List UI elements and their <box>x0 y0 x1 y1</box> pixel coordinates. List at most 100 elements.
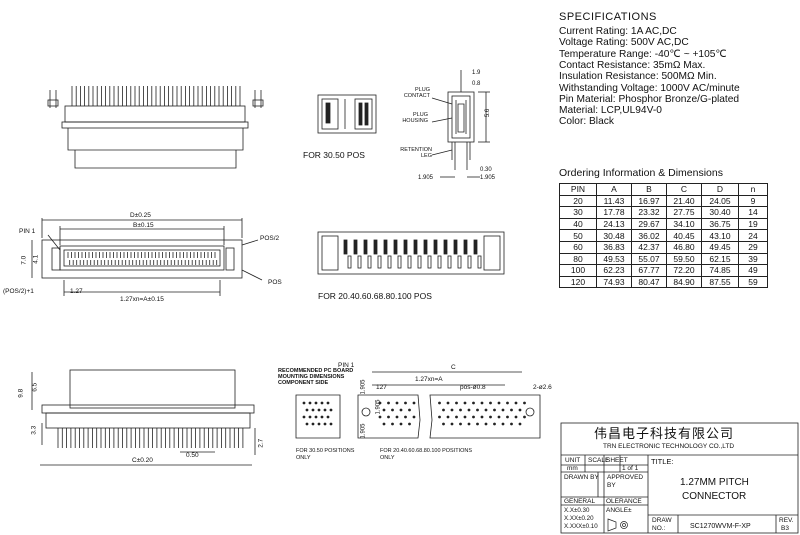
table-cell: 67.77 <box>631 264 667 277</box>
pcb-hole <box>484 422 488 426</box>
cross-section-view <box>431 70 490 178</box>
pcb-hole <box>314 415 318 419</box>
pcb-hole <box>329 408 333 412</box>
contact-pad <box>443 239 448 255</box>
tb-tol-2: X.XX±0.20 <box>564 515 594 522</box>
table-cell: 9 <box>738 194 768 208</box>
contact-pad <box>383 239 388 255</box>
table-cell: 42.37 <box>631 240 667 254</box>
pcb-hole <box>518 408 522 412</box>
table-cell: 46.80 <box>666 240 702 254</box>
table-cell: 24 <box>738 229 768 242</box>
pcb-hole <box>404 415 407 419</box>
caption-for-20-120: FOR 20.40.60.68.80.100 POS <box>318 291 432 301</box>
contact-pad <box>433 239 438 255</box>
label-pos-hole: pos-ø0.8 <box>460 384 486 391</box>
dim-2-7: 2.7 <box>257 438 265 448</box>
table-cell: 60 <box>559 240 597 254</box>
pcb-hole <box>472 415 475 419</box>
table-cell: 55.07 <box>631 252 667 266</box>
pcb-hole <box>506 401 509 405</box>
pcb-hole <box>450 422 454 426</box>
pcb-hole <box>382 422 386 426</box>
dim-c: C±0.20 <box>132 457 153 464</box>
table-cell: 72.20 <box>666 264 702 277</box>
table-cell: 39 <box>738 252 768 266</box>
table-cell: 80 <box>559 252 597 266</box>
pcb-hole <box>412 401 416 405</box>
contact-pad <box>453 239 458 255</box>
tb-angle: ANGLE± <box>606 507 632 514</box>
title-block-frame <box>560 422 799 534</box>
table-cell: 11.43 <box>596 194 632 208</box>
top-view-20-120 <box>317 231 505 275</box>
dim-a: 1.27xn=A±0.15 <box>120 296 164 303</box>
side-view-top <box>47 86 264 169</box>
pcb-hole <box>305 422 309 426</box>
table-cell: 49.53 <box>596 252 632 266</box>
pcb-hole <box>514 415 518 419</box>
table-cell: 34.10 <box>666 217 702 231</box>
spec-line: Color: Black <box>559 116 614 128</box>
pcb-hole <box>514 401 518 405</box>
dim-a-pcb: 1.27xn=A <box>415 376 443 383</box>
pcb-hole <box>408 422 411 426</box>
pcb-hole <box>399 422 403 426</box>
table-cell: 30.40 <box>701 206 739 219</box>
table-cell: 43.10 <box>701 229 739 242</box>
pcb-hole <box>463 401 467 405</box>
pcb-hole <box>459 422 462 426</box>
label-plug-contact: PLUG CONTACT <box>403 87 430 99</box>
dim-9-8: 9.8 <box>17 388 25 398</box>
contact-pad <box>403 239 408 255</box>
table-cell: 74.93 <box>596 275 632 289</box>
tb-draw: DRAW <box>652 517 672 524</box>
pcb-hole <box>455 415 458 419</box>
spec-line: Temperature Range: -40℃ ~ +105℃ <box>559 48 727 60</box>
pcb-hole <box>518 422 522 426</box>
pcb-hole <box>497 415 501 419</box>
caption-pcb-note: RECOMMENDED PC BOARD MOUNTING DIMENSIONS… <box>278 368 354 387</box>
pcb-hole <box>311 422 315 426</box>
table-cell: 29.67 <box>631 217 667 231</box>
tb-approved-by: BY <box>607 482 616 489</box>
table-cell: 49 <box>738 264 768 277</box>
table-cell: 24.05 <box>701 194 739 208</box>
pcb-hole <box>323 408 327 412</box>
pcb-hole <box>391 422 394 426</box>
pcb-hole <box>446 415 450 419</box>
pcb-hole <box>320 415 324 419</box>
dim-3-3: 3.3 <box>30 425 38 435</box>
contact-pad <box>343 239 348 255</box>
pcb-hole <box>510 408 513 412</box>
tb-unit-value: mm <box>567 465 578 472</box>
dim-7-0: 7.0 <box>20 255 28 265</box>
pcb-hole <box>463 415 467 419</box>
pcb-hole <box>455 401 458 405</box>
specifications-title: SPECIFICATIONS <box>559 11 657 23</box>
table-cell: 17.78 <box>596 206 632 219</box>
table-cell: 74.85 <box>701 264 739 277</box>
table-cell: 29 <box>738 240 768 254</box>
table-cell: 120 <box>559 275 597 289</box>
table-cell: 24.13 <box>596 217 632 231</box>
pcb-hole <box>497 401 501 405</box>
contact-pad <box>447 255 452 269</box>
pcb-hole <box>450 408 454 412</box>
dim-0-30: 0.30 <box>480 167 492 173</box>
tb-rev-value: B3 <box>781 525 789 532</box>
pcb-hole <box>317 408 321 412</box>
table-cell: 84.90 <box>666 275 702 289</box>
dim-127-pcb: 127 <box>376 384 387 391</box>
pcb-hole <box>510 422 513 426</box>
pcb-hole <box>326 401 330 405</box>
pcb-pattern-small <box>295 394 341 439</box>
pcb-hole <box>302 401 306 405</box>
tb-tolerance: OLERANCE <box>606 498 642 505</box>
pcb-hole <box>442 408 445 412</box>
contact-pad <box>423 239 428 255</box>
